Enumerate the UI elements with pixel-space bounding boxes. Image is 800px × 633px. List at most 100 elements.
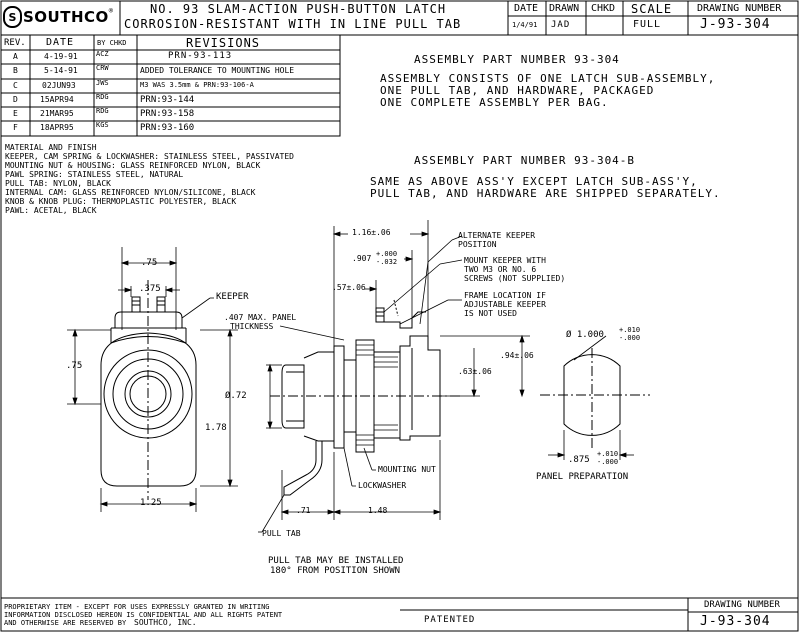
callout-panel-preparation: PANEL PREPARATION xyxy=(536,472,629,482)
assembly-1-line: ONE PULL TAB, AND HARDWARE, PACKAGED xyxy=(380,84,655,97)
dim-1-48: 1.48 xyxy=(368,506,388,515)
dim-0-907-tol-top: +.000 xyxy=(376,250,398,258)
callout-frame-location: IS NOT USED xyxy=(464,309,517,318)
front-view xyxy=(100,280,197,500)
date-label: DATE xyxy=(514,3,539,14)
registered-mark: ® xyxy=(108,6,113,15)
material-line: PAWL SPRING: STAINLESS STEEL, NATURAL xyxy=(5,170,184,179)
rev-c-by: JWS xyxy=(96,79,109,87)
note-pull-tab-line-1: PULL TAB MAY BE INSTALLED xyxy=(268,556,404,566)
callout-mount-keeper: TWO M3 OR NO. 6 xyxy=(464,265,537,274)
logo-wordmark: SOUTHCO xyxy=(23,8,109,26)
dim-keeper-height: .75 xyxy=(66,361,83,371)
dim-panel-hole-diameter: Ø 1.000 xyxy=(566,330,604,340)
rev-c-date: 02JUN93 xyxy=(42,81,76,90)
dim-0-71: .71 xyxy=(296,506,311,515)
callout-lockwasher: LOCKWASHER xyxy=(358,481,407,490)
material-line: MOUNTING NUT & HOUSING: GLASS REINFORCED… xyxy=(5,161,261,170)
footer-drawing-number-label: DRAWING NUMBER xyxy=(704,600,780,610)
rev-e-desc: PRN:93-158 xyxy=(140,109,195,119)
dim-panel-hole-tol-bottom: -.000 xyxy=(619,334,641,342)
dim-panel-flat-width: .875 xyxy=(568,455,590,465)
dim-1-16: 1.16±.06 xyxy=(352,228,391,237)
rev-d-date: 15APR94 xyxy=(40,95,74,104)
rev-e-by: RDG xyxy=(96,107,109,115)
dim-panel-hole-tol-top: +.010 xyxy=(619,326,641,334)
southco-logo: S SOUTHCO ® xyxy=(3,5,113,29)
rev-header-rev: REV. xyxy=(4,38,26,48)
rev-c-letter: C xyxy=(13,81,18,90)
note-pull-tab-line-2: 180° FROM POSITION SHOWN xyxy=(270,566,401,576)
company-name: SOUTHCO, INC. xyxy=(134,618,197,627)
callout-mounting-nut: MOUNTING NUT xyxy=(378,465,436,474)
proprietary-notice: AND OTHERWISE ARE RESERVED BY xyxy=(4,619,127,627)
drawn-label: DRAWN xyxy=(549,3,580,14)
rev-header-title: REVISIONS xyxy=(186,36,261,50)
chkd-label: CHKD xyxy=(591,3,616,14)
proprietary-notice: INFORMATION DISCLOSED HEREON IS CONFIDEN… xyxy=(4,611,283,619)
assembly-1-heading: ASSEMBLY PART NUMBER 93-304 xyxy=(414,53,620,66)
material-line: PULL TAB: NYLON, BLACK xyxy=(5,179,111,188)
dim-panel-flat-tol-top: +.010 xyxy=(597,450,619,458)
dim-0-57: .57±.06 xyxy=(332,283,366,292)
scale-label: SCALE xyxy=(631,2,673,16)
dim-overall-width: 1.25 xyxy=(140,498,162,508)
logo-badge: S xyxy=(3,6,22,28)
callout-frame-location: ADJUSTABLE KEEPER xyxy=(464,300,546,309)
patented-label: PATENTED xyxy=(424,615,476,625)
drawn-value: JAD xyxy=(551,20,571,30)
callout-alternate-keeper: POSITION xyxy=(458,240,497,249)
dim-0-94: .94±.06 xyxy=(500,351,534,360)
assembly-1-line: ONE COMPLETE ASSEMBLY PER BAG. xyxy=(380,96,609,109)
material-heading: MATERIAL AND FINISH xyxy=(5,143,97,152)
rev-d-desc: PRN:93-144 xyxy=(140,95,195,105)
dim-0-907: .907 xyxy=(352,254,372,263)
rev-d-letter: D xyxy=(13,95,18,104)
dim-keeper-width: .75 xyxy=(141,258,158,268)
callout-mount-keeper: SCREWS (NOT SUPPLIED) xyxy=(464,274,566,283)
rev-d-by: RDG xyxy=(96,93,109,101)
scale-value: FULL xyxy=(633,19,662,30)
date-value: 1/4/91 xyxy=(512,21,538,29)
rev-f-by: KGS xyxy=(96,121,109,129)
panel-preparation-view xyxy=(540,348,650,450)
assembly-2-line: SAME AS ABOVE ASS'Y EXCEPT LATCH SUB-ASS… xyxy=(370,175,698,188)
rev-f-desc: PRN:93-160 xyxy=(140,123,195,133)
title-line-2: CORROSION-RESISTANT WITH IN LINE PULL TA… xyxy=(124,17,462,31)
rev-b-letter: B xyxy=(13,66,18,75)
assembly-2-line: PULL TAB, AND HARDWARE ARE SHIPPED SEPAR… xyxy=(370,187,721,200)
rev-a-letter: A xyxy=(13,52,18,61)
material-line: INTERNAL CAM: GLASS REINFORCED NYLON/SIL… xyxy=(5,188,256,197)
dim-overall-height: 1.78 xyxy=(205,423,227,433)
rev-e-date: 21MAR95 xyxy=(40,109,74,118)
rev-f-date: 18APR95 xyxy=(40,123,74,132)
dim-0-907-tol-bottom: -.032 xyxy=(376,258,398,266)
assembly-2-heading: ASSEMBLY PART NUMBER 93-304-B xyxy=(414,154,636,167)
material-line: KEEPER, CAM SPRING & LOCKWASHER: STAINLE… xyxy=(5,152,294,161)
callout-pull-tab: PULL TAB xyxy=(262,529,301,538)
callout-keeper: KEEPER xyxy=(216,292,249,302)
dim-panel-thickness-line-1: .407 MAX. PANEL xyxy=(224,313,297,322)
rev-b-desc: ADDED TOLERANCE TO MOUNTING HOLE xyxy=(140,66,295,75)
material-line: PAWL: ACETAL, BLACK xyxy=(5,206,97,215)
dim-knob-diameter: Ø.72 xyxy=(225,391,247,401)
dim-panel-thickness-line-2: THICKNESS xyxy=(230,322,274,331)
rev-c-desc: M3 WAS 3.5mm & PRN:93-106-A xyxy=(140,81,254,89)
footer-drawing-number: J-93-304 xyxy=(700,614,771,629)
dim-panel-flat-tol-bottom: -.000 xyxy=(597,458,619,466)
material-line: KNOB & KNOB PLUG: THERMOPLASTIC POLYESTE… xyxy=(5,197,237,206)
rev-a-date: 4-19-91 xyxy=(44,52,78,61)
rev-a-by: ACZ xyxy=(96,50,109,58)
dim-0-63: .63±.06 xyxy=(458,367,492,376)
callout-frame-location: FRAME LOCATION IF xyxy=(464,291,546,300)
callout-mount-keeper: MOUNT KEEPER WITH xyxy=(464,256,546,265)
proprietary-notice: PROPRIETARY ITEM - EXCEPT FOR USES EXPRE… xyxy=(4,603,270,611)
rev-b-by: CRW xyxy=(96,64,109,72)
rev-a-desc: PRN-93-113 xyxy=(168,51,233,61)
drawing-number: J-93-304 xyxy=(700,17,771,32)
rev-b-date: 5-14-91 xyxy=(44,66,78,75)
rev-e-letter: E xyxy=(13,109,18,118)
